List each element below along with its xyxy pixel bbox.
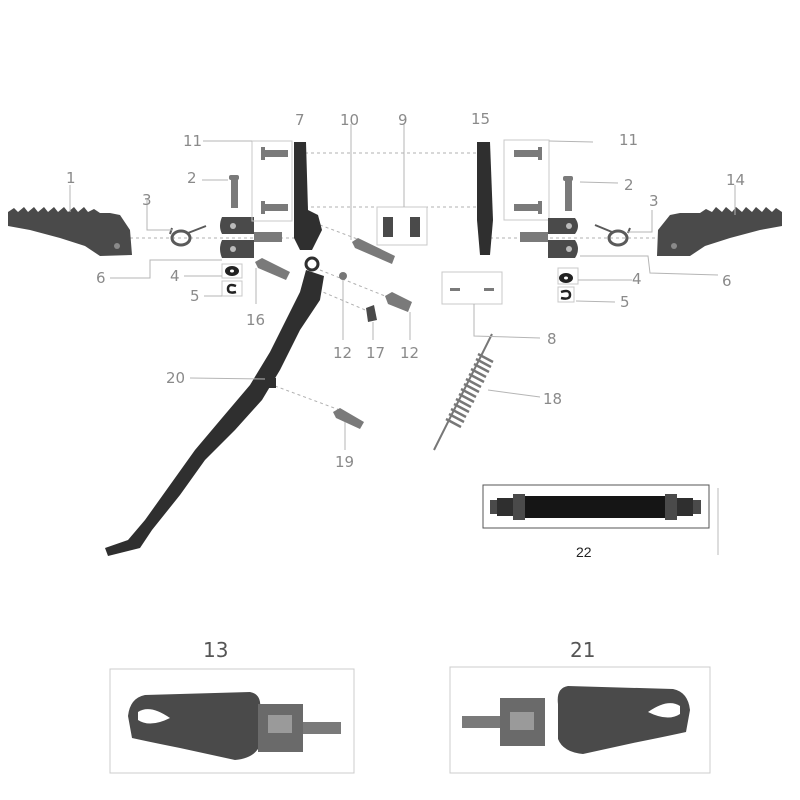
label-13: 13 [203, 638, 228, 662]
label-14: 14 [726, 171, 745, 189]
label-2-right: 2 [624, 176, 634, 194]
left-mounting-bolts-part-11[interactable] [251, 140, 293, 222]
label-19: 19 [335, 453, 354, 471]
right-footpeg-part-14[interactable] [657, 207, 782, 256]
label-1: 1 [66, 169, 76, 187]
label-9: 9 [398, 111, 408, 129]
left-footpeg-assembly-part-13[interactable] [109, 668, 355, 774]
label-20: 20 [166, 369, 185, 387]
label-8: 8 [547, 330, 557, 348]
left-pivot-pin-part-2[interactable] [229, 175, 239, 208]
pins-part-8[interactable] [441, 271, 503, 305]
ball-part-12[interactable] [339, 272, 347, 280]
label-2-left: 2 [187, 169, 197, 187]
nut-part-17[interactable] [366, 305, 377, 322]
bolt-part-12[interactable] [385, 292, 412, 312]
right-pivot-pin-part-2[interactable] [563, 176, 573, 211]
alignment-lines [130, 152, 660, 413]
callout-labels: 1 2 3 6 4 5 11 7 10 9 16 12 17 12 20 19 … [66, 110, 745, 662]
label-22: 22 [576, 544, 592, 560]
left-torsion-spring-part-3[interactable] [169, 225, 207, 247]
right-footpeg-mount-part-15[interactable] [477, 142, 493, 255]
label-5-right: 5 [620, 293, 630, 311]
label-5-left: 5 [190, 287, 200, 305]
label-4-left: 4 [170, 267, 180, 285]
right-clip-part-5[interactable] [557, 286, 575, 303]
leader-lines [69, 124, 736, 450]
right-washer-part-4[interactable] [557, 267, 579, 285]
label-17: 17 [366, 344, 385, 362]
stand-pivot-bolt-part-10[interactable] [352, 238, 395, 264]
left-footpeg-part-1[interactable] [8, 207, 132, 256]
axle-rod-part-22[interactable] [482, 484, 719, 555]
left-footpeg-mount-part-7[interactable] [294, 142, 322, 250]
left-clip-part-5[interactable] [221, 280, 243, 297]
label-3-right: 3 [649, 192, 659, 210]
left-washer-part-4[interactable] [221, 263, 243, 279]
label-11-right: 11 [619, 131, 638, 149]
bolt-part-16[interactable] [255, 258, 290, 280]
right-mounting-bolts-part-11[interactable] [503, 139, 550, 221]
label-12-left: 12 [333, 344, 352, 362]
label-21: 21 [570, 638, 595, 662]
label-12-right: 12 [400, 344, 419, 362]
label-6-left: 6 [96, 269, 106, 287]
spring-pin-part-19[interactable] [333, 408, 364, 429]
return-spring-part-18[interactable] [433, 333, 494, 451]
label-18: 18 [543, 390, 562, 408]
label-11-left: 11 [183, 132, 202, 150]
label-10: 10 [340, 111, 359, 129]
right-footpeg-assembly-part-21[interactable] [449, 666, 711, 774]
side-stand-part-20[interactable] [105, 256, 324, 556]
bushings-part-9[interactable] [376, 206, 428, 246]
left-footpeg-bracket-part-6[interactable] [220, 217, 282, 258]
right-footpeg-bracket-part-6[interactable] [520, 218, 578, 258]
label-3-left: 3 [142, 191, 152, 209]
label-6-right: 6 [722, 272, 732, 290]
label-16: 16 [246, 311, 265, 329]
right-torsion-spring-part-3[interactable] [594, 224, 631, 247]
label-15: 15 [471, 110, 490, 128]
label-7: 7 [295, 111, 305, 129]
label-4-right: 4 [632, 270, 642, 288]
